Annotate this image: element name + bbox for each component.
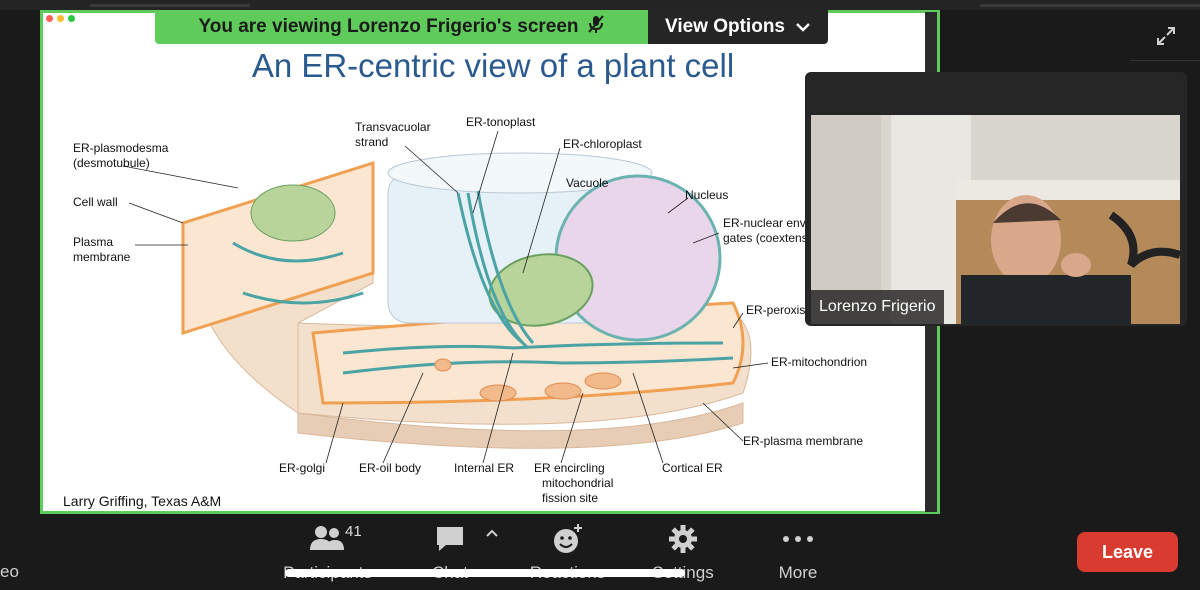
gear-icon bbox=[643, 519, 723, 559]
chat-icon bbox=[410, 519, 490, 559]
label-er-plasmodesma: ER-plasmodesma bbox=[73, 141, 169, 155]
label-nucleus: Nucleus bbox=[685, 188, 729, 202]
mic-muted-icon bbox=[587, 14, 605, 40]
participant-video[interactable] bbox=[811, 115, 1180, 324]
label-vacuole: Vacuole bbox=[566, 176, 609, 190]
chat-options-chevron-icon[interactable] bbox=[485, 525, 499, 543]
label-strand: strand bbox=[355, 135, 389, 149]
label-er-oil-body: ER-oil body bbox=[359, 461, 422, 475]
label-plasma: Plasma bbox=[73, 235, 114, 249]
view-options-button[interactable]: View Options bbox=[648, 10, 828, 44]
maximize-dot-icon bbox=[68, 15, 75, 22]
label-er-nuclear-envelope: ER-nuclear enve bbox=[723, 216, 813, 230]
top-strip bbox=[0, 0, 1200, 10]
label-er-tonoplast: ER-tonoplast bbox=[466, 115, 536, 129]
label-er-plasma-membrane: ER-plasma membrane bbox=[743, 434, 864, 448]
shared-screen: An ER-centric view of a plant cell ER-pl… bbox=[40, 10, 940, 514]
label-er-mitochondrion: ER-mitochondrion bbox=[771, 355, 868, 369]
viewing-text: You are viewing Lorenzo Frigerio's scree… bbox=[198, 16, 579, 37]
viewing-banner: You are viewing Lorenzo Frigerio's scree… bbox=[155, 10, 648, 44]
reactions-icon bbox=[520, 519, 615, 559]
minimize-dot-icon bbox=[57, 15, 64, 22]
close-dot-icon bbox=[46, 15, 53, 22]
label-desmotubule: (desmotubule) bbox=[73, 156, 150, 170]
label-transvacuolar: Transvacuolar bbox=[355, 120, 431, 134]
chevron-down-icon bbox=[795, 16, 811, 38]
label-internal-er: Internal ER bbox=[454, 461, 515, 475]
meeting-toolbar: eo Participants 41 Chat Reactions Settin… bbox=[0, 515, 1200, 590]
label-er-nuclear-gates: gates (coextens bbox=[723, 231, 808, 245]
participant-name-tag: Lorenzo Frigerio bbox=[811, 290, 944, 324]
label-membrane: membrane bbox=[73, 250, 131, 264]
window-controls bbox=[46, 15, 75, 22]
video-button-label-partial[interactable]: eo bbox=[0, 562, 19, 581]
label-er-encircling: ER encircling bbox=[534, 461, 605, 475]
slide-title: An ER-centric view of a plant cell bbox=[251, 47, 735, 84]
leave-button[interactable]: Leave bbox=[1077, 532, 1178, 572]
label-er-golgi: ER-golgi bbox=[279, 461, 326, 475]
more-dots-icon bbox=[760, 519, 836, 559]
more-label: More bbox=[778, 563, 818, 582]
share-banner: You are viewing Lorenzo Frigerio's scree… bbox=[155, 10, 828, 44]
exit-fullscreen-icon[interactable] bbox=[1155, 25, 1177, 47]
label-cortical-er: Cortical ER bbox=[662, 461, 723, 475]
label-er-peroxisome: ER-peroxis bbox=[746, 303, 806, 317]
horizontal-scrollbar[interactable] bbox=[285, 569, 685, 577]
participants-icon bbox=[280, 519, 375, 559]
label-cell-wall: Cell wall bbox=[73, 195, 118, 209]
label-mitochondrial: mitochondrial bbox=[542, 476, 614, 490]
more-button[interactable]: More bbox=[760, 519, 836, 583]
top-strip-segment bbox=[90, 4, 250, 7]
label-fission-site: fission site bbox=[542, 491, 599, 505]
participants-count: 41 bbox=[345, 523, 362, 540]
view-options-label: View Options bbox=[664, 16, 785, 37]
label-er-chloroplast: ER-chloroplast bbox=[563, 137, 642, 151]
slide-credit: Larry Griffing, Texas A&M bbox=[63, 493, 222, 509]
plant-cell-diagram bbox=[122, 130, 769, 464]
top-strip-segment bbox=[980, 4, 1200, 7]
divider bbox=[1130, 60, 1200, 61]
